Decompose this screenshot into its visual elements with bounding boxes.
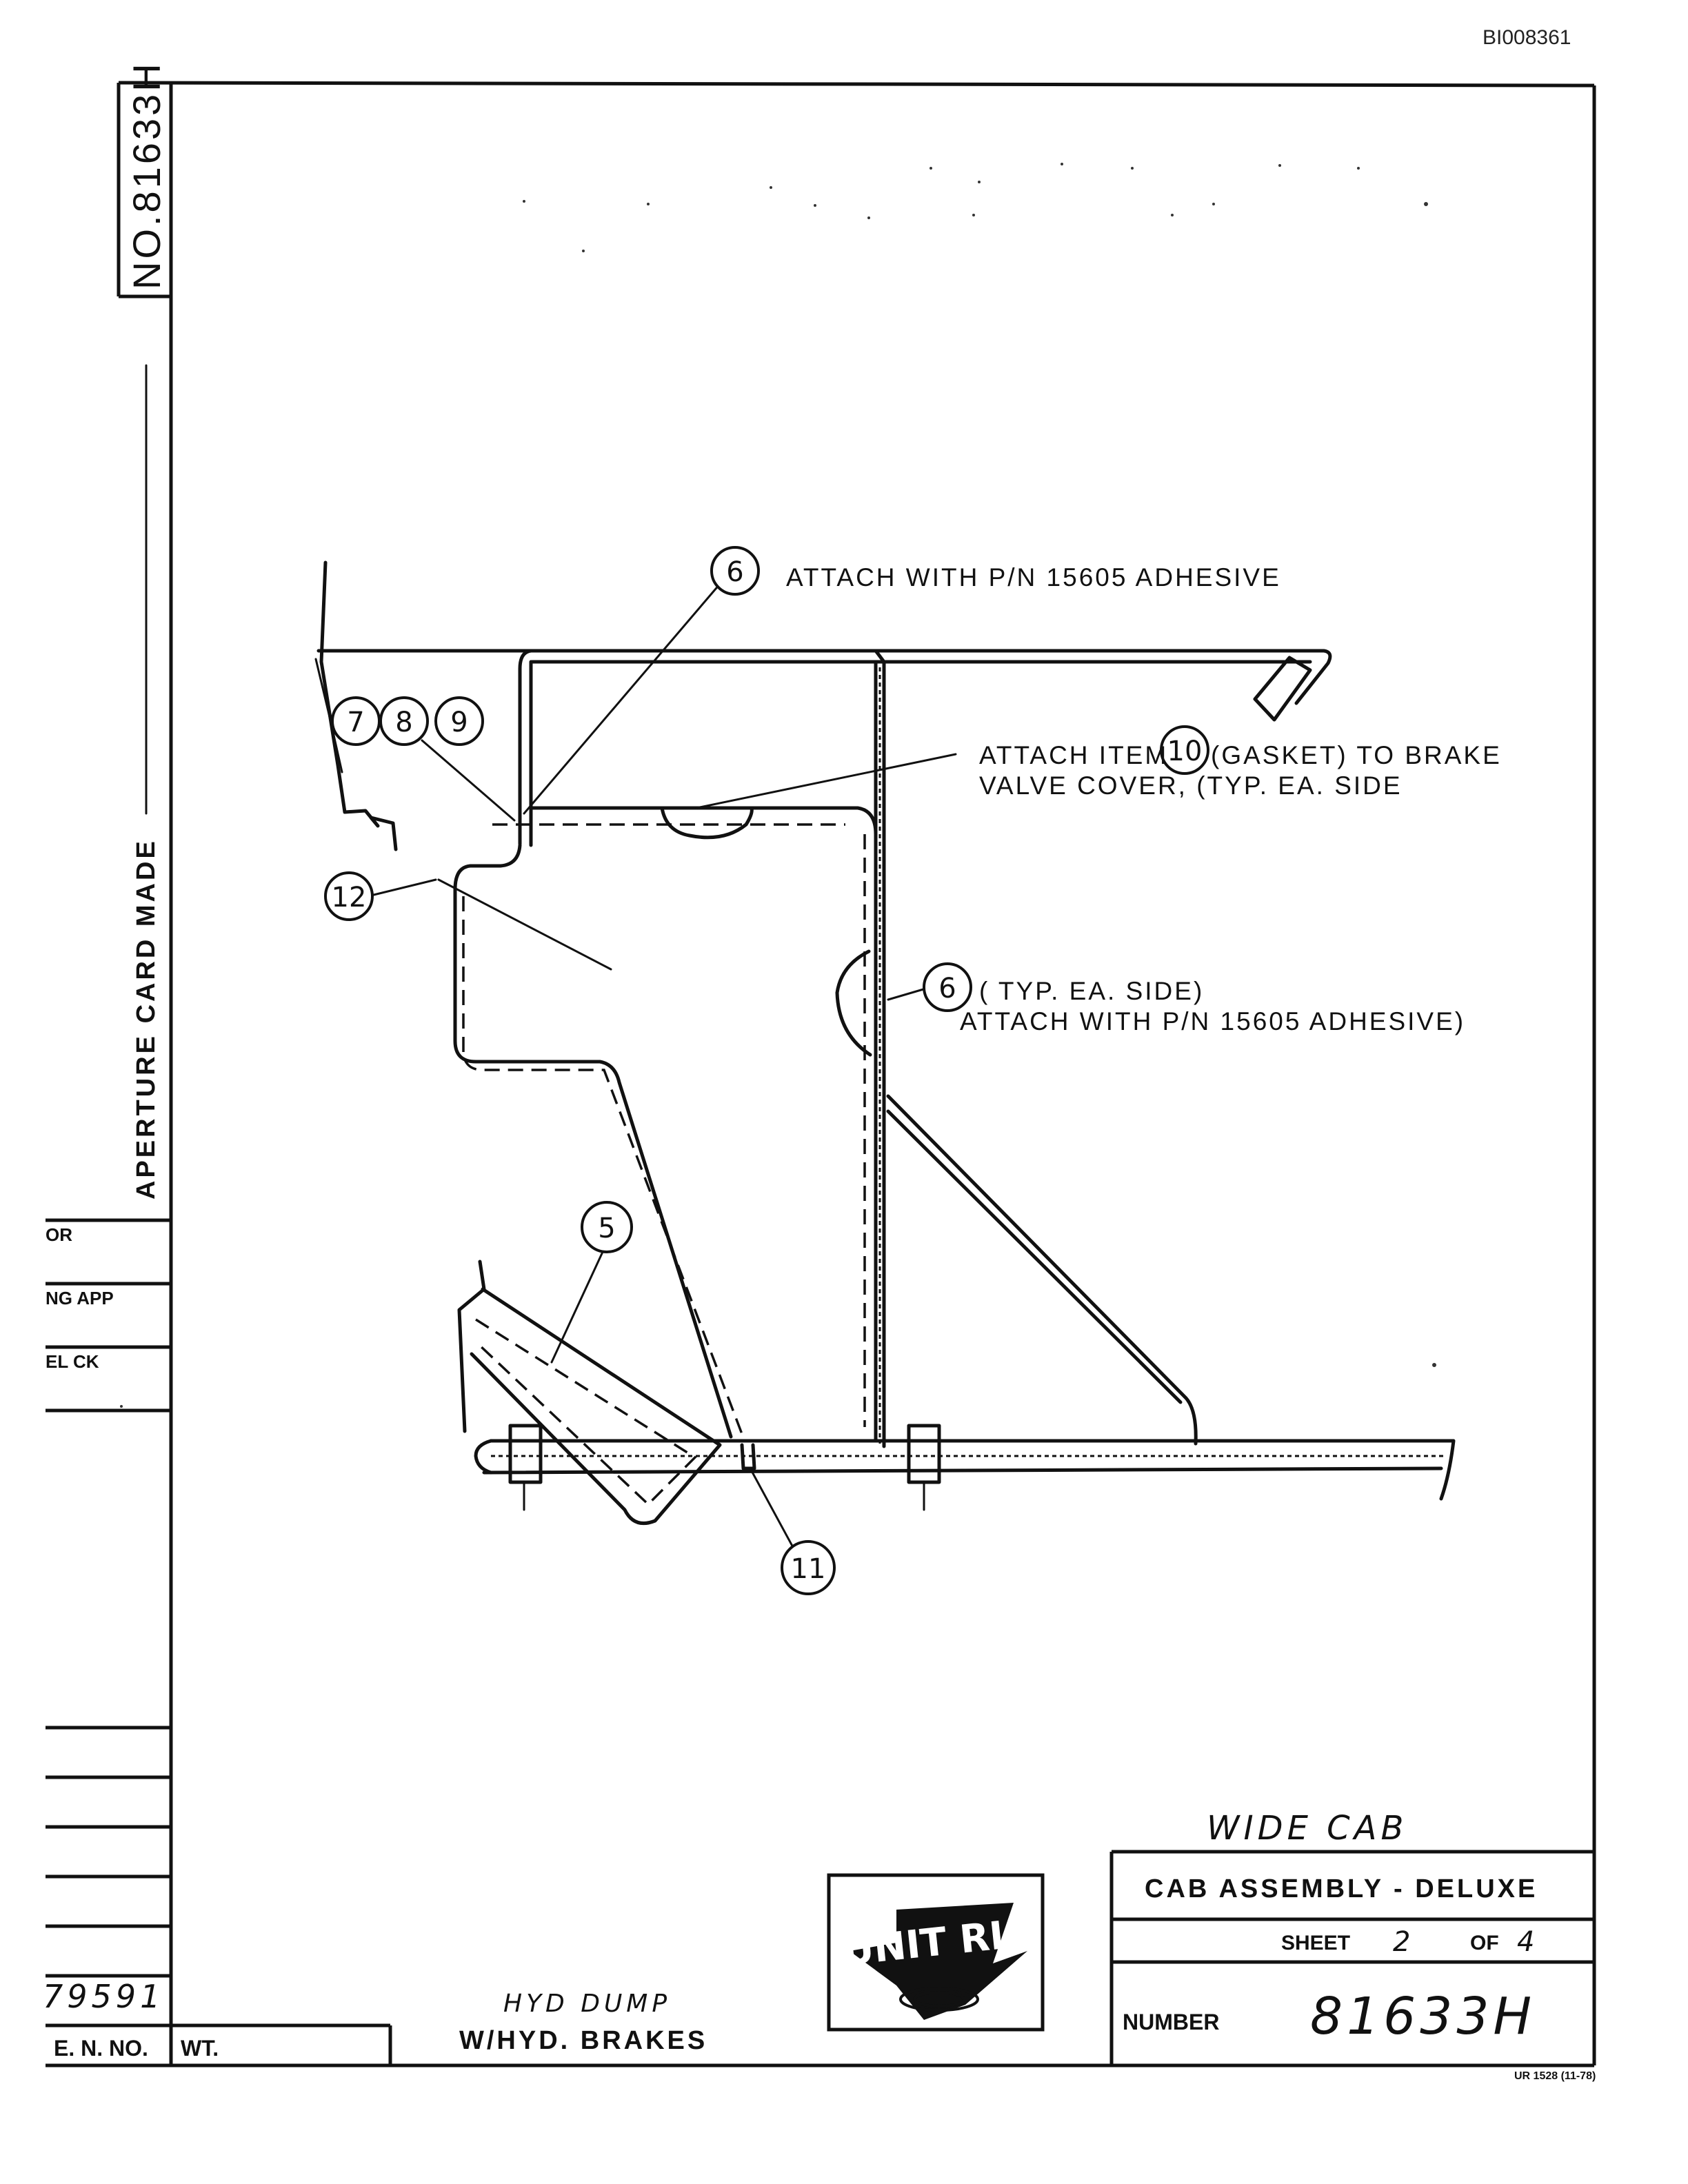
sheet-number: 2 — [1393, 1926, 1414, 1958]
title-block — [1109, 1850, 1594, 2065]
title-text: CAB ASSEMBLY - DELUXE — [1145, 1874, 1538, 1903]
note-attach-adhesive-side: ATTACH WITH P/N 15605 ADHESIVE) — [960, 1007, 1465, 1035]
title-variant: WIDE CAB — [1207, 1809, 1407, 1848]
note-typ-ea-side: ( TYP. EA. SIDE) — [979, 977, 1204, 1005]
callout-10: 10 — [1160, 725, 1209, 775]
approval-row-1: OR — [46, 1224, 72, 1245]
approval-block: OR NG APP EL CK — [46, 1218, 171, 1413]
note-valve-cover: VALVE COVER, (TYP. EA. SIDE — [979, 771, 1403, 800]
leader-lines — [372, 578, 957, 1551]
svg-text:7: 7 — [347, 707, 364, 738]
revision-number: 79591 — [43, 1978, 164, 2015]
sheet-border — [46, 81, 1596, 2067]
sheet-label: SHEET — [1281, 1932, 1350, 1954]
note-gasket-suffix: (GASKET) TO BRAKE — [1211, 741, 1502, 769]
svg-text:8: 8 — [395, 707, 412, 738]
svg-text:5: 5 — [598, 1213, 615, 1244]
document-id: BI008361 — [1483, 26, 1571, 49]
callout-6-side: 6 — [923, 962, 972, 1012]
svg-text:6: 6 — [938, 973, 956, 1004]
callout-8: 8 — [379, 696, 429, 746]
revision-lines — [46, 1726, 392, 2065]
svg-text:11: 11 — [791, 1553, 826, 1585]
unit-rig-logo: UNIT RIG — [827, 1873, 1045, 2032]
callout-7: 7 — [331, 696, 381, 746]
callout-9: 9 — [434, 696, 484, 746]
svg-text:10: 10 — [1167, 736, 1203, 767]
side-drawing-number: NO.81633H — [125, 61, 168, 290]
form-code: UR 1528 (11-78) — [1514, 2070, 1596, 2082]
callout-5: 5 — [581, 1201, 633, 1253]
approval-row-2: NG APP — [46, 1288, 114, 1308]
approval-row-3: EL CK — [46, 1351, 99, 1372]
aperture-card-label: APERTURE CARD MADE — [132, 838, 161, 1200]
callout-6-top: 6 — [710, 546, 760, 596]
cab-assembly-drawing — [314, 560, 1456, 1525]
en-no-label: E. N. NO. — [54, 2036, 148, 2061]
callout-12: 12 — [324, 871, 374, 921]
note-attach-adhesive-top: ATTACH WITH P/N 15605 ADHESIVE — [786, 563, 1281, 592]
bottom-note-line1: HYD DUMP — [503, 1990, 671, 2018]
bottom-note-line2: W/HYD. BRAKES — [459, 2026, 707, 2055]
scan-specks — [120, 163, 1436, 1408]
of-label: OF — [1470, 1932, 1499, 1954]
sheet-total: 4 — [1517, 1926, 1538, 1958]
svg-text:6: 6 — [726, 556, 743, 588]
svg-text:9: 9 — [450, 707, 468, 738]
svg-text:12: 12 — [332, 882, 367, 913]
number-label: NUMBER — [1123, 2010, 1219, 2034]
wt-label: WT. — [181, 2036, 219, 2061]
callout-11: 11 — [781, 1540, 836, 1595]
drawing-number: 81633H — [1310, 1987, 1536, 2046]
note-attach-item-prefix: ATTACH ITEM — [979, 741, 1168, 769]
